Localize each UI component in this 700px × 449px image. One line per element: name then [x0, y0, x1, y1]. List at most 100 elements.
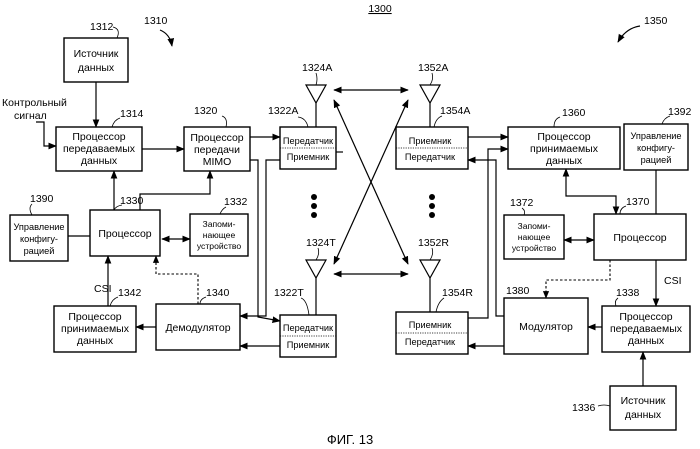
- antenna-ellipsis-tx: [311, 194, 317, 218]
- svg-text:Запоми-: Запоми-: [203, 219, 236, 229]
- rx-data-processor-rx-block: Процессор принимаемых данных: [508, 127, 620, 169]
- control-signal-label-2: сигнал: [14, 110, 47, 122]
- svg-text:рацией: рацией: [641, 155, 672, 165]
- svg-text:Приемник: Приемник: [409, 320, 452, 330]
- ref-1338: 1338: [616, 287, 640, 299]
- ref-1352A: 1352A: [418, 62, 448, 74]
- svg-text:данных: данных: [78, 62, 115, 74]
- svg-text:данных: данных: [77, 335, 114, 347]
- memory-rx-block: Запоми- нающее устройство: [504, 215, 564, 259]
- ref-1392: 1392: [668, 106, 692, 118]
- antenna-ellipsis-rx: [429, 194, 435, 218]
- antenna-1352a: [420, 85, 440, 127]
- transceiver-tx-t-block: Передатчик Приемник: [280, 315, 336, 357]
- demodulator-block: Демодулятор: [156, 304, 240, 350]
- svg-text:устройство: устройство: [512, 243, 556, 253]
- processor-tx-block: Процессор: [90, 210, 160, 256]
- svg-text:данных: данных: [628, 335, 665, 347]
- svg-text:Процессор: Процессор: [68, 311, 121, 323]
- data-source-rx-block: Источник данных: [610, 386, 676, 430]
- antenna-1352r: [420, 260, 440, 315]
- wireless-links: [334, 90, 408, 274]
- svg-text:Процессор: Процессор: [619, 311, 672, 323]
- svg-text:устройство: устройство: [197, 241, 241, 251]
- svg-text:Демодулятор: Демодулятор: [165, 322, 230, 334]
- svg-text:принимаемых: принимаемых: [530, 143, 599, 155]
- ref-1352R: 1352R: [418, 237, 449, 249]
- ref-1332: 1332: [224, 196, 248, 208]
- ref-1336: 1336: [572, 402, 596, 414]
- ref-1360: 1360: [562, 107, 586, 119]
- svg-text:Источник: Источник: [621, 395, 666, 407]
- ref-1322T: 1322T: [274, 287, 304, 299]
- ref-1390: 1390: [30, 193, 54, 205]
- ref-1354A: 1354A: [440, 105, 470, 117]
- svg-text:принимаемых: принимаемых: [61, 323, 130, 335]
- svg-text:передачи: передачи: [194, 144, 240, 156]
- svg-text:Приемник: Приемник: [409, 136, 452, 146]
- ref-rx-system: 1350: [644, 15, 668, 27]
- tx-mimo-processor-block: Процессор передачи MIMO: [184, 127, 250, 171]
- config-mgmt-tx-block: Управление конфигу- рацией: [10, 215, 68, 261]
- svg-text:Процессор: Процессор: [190, 132, 243, 144]
- svg-text:конфигу-: конфигу-: [637, 143, 675, 153]
- svg-text:данных: данных: [625, 409, 662, 421]
- svg-text:Передатчик: Передатчик: [405, 337, 456, 347]
- figure-caption: ФИГ. 13: [327, 432, 373, 447]
- figure-number: 1300: [368, 3, 392, 15]
- svg-text:Процессор: Процессор: [613, 232, 666, 244]
- ref-1370: 1370: [626, 196, 650, 208]
- antenna-1324t: [306, 260, 326, 315]
- config-mgmt-rx-block: Управление конфигу- рацией: [624, 124, 688, 170]
- ref-1322A: 1322A: [268, 105, 298, 117]
- csi-label-rx: CSI: [664, 275, 682, 287]
- ref-1320: 1320: [194, 105, 218, 117]
- svg-text:Передатчик: Передатчик: [405, 152, 456, 162]
- control-signal-label: Контрольный: [2, 97, 67, 109]
- modulator-block: Модулятор: [504, 298, 588, 354]
- svg-text:MIMO: MIMO: [203, 156, 232, 168]
- svg-text:Процессор: Процессор: [98, 228, 151, 240]
- svg-text:Источник: Источник: [74, 48, 119, 60]
- svg-text:данных: данных: [81, 155, 118, 167]
- svg-text:Приемник: Приемник: [287, 340, 330, 350]
- tx-data-processor-rx-block: Процессор передаваемых данных: [602, 306, 690, 352]
- svg-text:передаваемых: передаваемых: [610, 323, 683, 335]
- ref-1324A: 1324A: [302, 62, 332, 74]
- svg-text:Передатчик: Передатчик: [283, 136, 334, 146]
- ref-1324T: 1324T: [306, 237, 336, 249]
- svg-text:Запоми-: Запоми-: [518, 221, 551, 231]
- ref-1314: 1314: [120, 108, 144, 120]
- csi-label-tx: CSI: [94, 283, 112, 295]
- tx-data-processor-block: Процессор передаваемых данных: [56, 127, 142, 171]
- svg-text:Модулятор: Модулятор: [519, 321, 573, 333]
- svg-text:передаваемых: передаваемых: [63, 143, 136, 155]
- ref-1342: 1342: [118, 287, 142, 299]
- data-source-tx-block: Источник данных: [64, 38, 128, 82]
- svg-text:Процессор: Процессор: [72, 131, 125, 143]
- rx-data-processor-tx-block: Процессор принимаемых данных: [54, 306, 136, 352]
- transceiver-rx-r-block: Приемник Передатчик: [396, 312, 468, 354]
- processor-rx-block: Процессор: [594, 214, 686, 260]
- ref-1372: 1372: [510, 197, 534, 209]
- transceiver-rx-a-block: Приемник Передатчик: [396, 127, 468, 169]
- ref-1312: 1312: [90, 21, 114, 33]
- svg-text:Управление: Управление: [13, 222, 64, 232]
- ref-1380: 1380: [506, 285, 530, 297]
- ref-tx-system-arrow: [160, 30, 172, 46]
- ref-1340: 1340: [206, 287, 230, 299]
- svg-text:конфигу-: конфигу-: [20, 234, 58, 244]
- ref-rx-system-arrow: [618, 26, 640, 42]
- svg-text:Управление: Управление: [630, 131, 681, 141]
- svg-text:нающее: нающее: [203, 230, 236, 240]
- memory-tx-block: Запоми- нающее устройство: [190, 214, 248, 256]
- ref-1354R: 1354R: [442, 287, 473, 299]
- svg-text:Передатчик: Передатчик: [283, 323, 334, 333]
- antenna-1324a: [306, 85, 326, 127]
- svg-text:данных: данных: [546, 155, 583, 167]
- svg-text:нающее: нающее: [518, 232, 551, 242]
- transceiver-tx-a-block: Передатчик Приемник: [280, 127, 336, 169]
- svg-text:рацией: рацией: [24, 246, 55, 256]
- ref-tx-system: 1310: [144, 15, 168, 27]
